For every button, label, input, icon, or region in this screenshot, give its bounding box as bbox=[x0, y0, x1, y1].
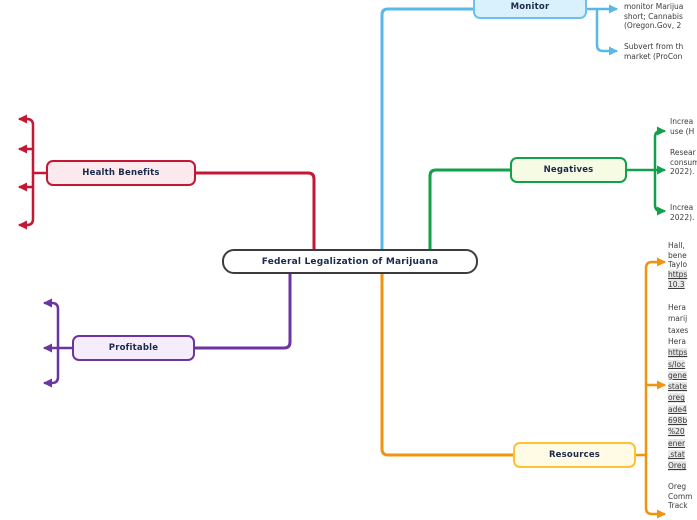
leaf-text-line-negatives-1-0: Resear bbox=[670, 148, 696, 157]
node-resources-label: Resources bbox=[548, 450, 601, 460]
leaf-link-resources-1-9[interactable]: ade4 bbox=[668, 404, 687, 415]
leaf-text-line-resources-2-2: Track bbox=[668, 501, 688, 511]
leaf-link-resources-1-7[interactable]: state bbox=[668, 382, 687, 392]
arrowhead-resources-1 bbox=[657, 380, 666, 390]
arrowhead-profitable-1 bbox=[43, 343, 52, 353]
branch-line-resources bbox=[380, 271, 515, 457]
leaf-link-resources-1-6[interactable]: gene bbox=[668, 370, 687, 381]
node-negatives-label: Negatives bbox=[543, 165, 594, 175]
leaf-text-line-resources-0-2: Taylo bbox=[668, 260, 688, 270]
arrowhead-monitor-0 bbox=[609, 4, 618, 14]
node-central-topic[interactable]: Federal Legalization of Marijuana bbox=[222, 249, 478, 274]
leaf-text-line-negatives-1-2: 2022). bbox=[670, 167, 695, 177]
leaf-text-line-monitor-0-2: (Oregon.Gov, 2 bbox=[624, 21, 682, 31]
leaf-line-monitor-1 bbox=[595, 7, 618, 53]
leaf-text-line-resources-0-0: Hall, bbox=[668, 241, 685, 250]
leaf-text-line-negatives-0-0: Increa bbox=[670, 117, 694, 126]
arrowhead-profitable-2 bbox=[43, 378, 52, 388]
leaf-text-line-resources-1-0: Hera bbox=[668, 303, 686, 312]
arrowhead-profitable-0 bbox=[43, 298, 52, 308]
leaf-text-line-negatives-2-0: Increa bbox=[670, 203, 694, 212]
leaf-text-line-resources-1-1: marij bbox=[668, 314, 688, 324]
arrowhead-resources-0 bbox=[657, 257, 666, 267]
node-negatives[interactable]: Negatives bbox=[510, 157, 627, 183]
arrowhead-health_benefits-1 bbox=[18, 144, 27, 154]
arrowhead-negatives-0 bbox=[657, 126, 666, 136]
node-resources[interactable]: Resources bbox=[513, 442, 636, 468]
leaf-text-line-resources-0-1: bene bbox=[668, 250, 687, 260]
leaf-link-resources-1-13[interactable]: ,stat bbox=[668, 449, 685, 460]
leaf-text-line-resources-1-2: taxes bbox=[668, 325, 689, 335]
leaf-link-resources-1-14[interactable]: Oreg bbox=[668, 461, 687, 471]
node-health-benefits-label: Health Benefits bbox=[82, 168, 160, 178]
leaf-text-line-monitor-1-1: market (ProCon bbox=[624, 51, 683, 61]
leaf-text-line-resources-2-0: Oreg bbox=[668, 482, 687, 491]
leaf-line-resources-1 bbox=[644, 260, 666, 516]
leaf-text-line-negatives-1-1: consum bbox=[670, 157, 697, 167]
leaf-text-line-negatives-0-1: use (H bbox=[670, 126, 695, 136]
leaf-text-line-monitor-0-0: monitor Marijua bbox=[624, 2, 684, 11]
branch-line-health bbox=[194, 171, 316, 252]
arrowhead-monitor-1 bbox=[609, 46, 618, 56]
leaf-text-line-monitor-1-0: Subvert from th bbox=[624, 42, 684, 51]
leaf-link-resources-0-3[interactable]: https bbox=[668, 270, 688, 280]
central-topic-label: Federal Legalization of Marijuana bbox=[261, 256, 439, 267]
leaf-line-health_benefits-1 bbox=[18, 117, 35, 227]
leaf-line-profitable-1 bbox=[43, 301, 60, 385]
leaf-text-line-resources-2-1: Comm bbox=[668, 491, 693, 501]
node-health-benefits[interactable]: Health Benefits bbox=[46, 160, 196, 186]
leaf-link-resources-0-4[interactable]: 10.3 bbox=[668, 279, 685, 290]
leaf-link-resources-1-8[interactable]: oreg bbox=[668, 393, 685, 404]
branch-line-monitor bbox=[380, 7, 475, 252]
arrowhead-negatives-1 bbox=[657, 165, 666, 175]
arrowhead-health_benefits-2 bbox=[18, 182, 27, 192]
leaf-link-resources-1-10[interactable]: 698b bbox=[668, 416, 688, 426]
arrowhead-health_benefits-0 bbox=[18, 114, 27, 124]
leaf-text-line-monitor-0-1: short; Cannabis bbox=[624, 11, 683, 21]
leaf-link-resources-1-12[interactable]: ener bbox=[668, 438, 686, 449]
leaf-link-resources-1-4[interactable]: https bbox=[668, 348, 688, 358]
leaf-text-line-resources-1-3: Hera bbox=[668, 336, 686, 346]
branch-line-negatives bbox=[428, 168, 512, 252]
node-monitor-label: Monitor bbox=[510, 1, 550, 12]
leaf-text-line-negatives-2-1: 2022). bbox=[670, 212, 695, 222]
leaf-link-resources-1-11[interactable]: %20 bbox=[668, 427, 685, 437]
arrowhead-resources-2 bbox=[657, 509, 666, 519]
arrowhead-health_benefits-3 bbox=[18, 220, 27, 230]
leaf-link-resources-1-5[interactable]: s/loc bbox=[668, 359, 686, 370]
arrowhead-negatives-2 bbox=[657, 206, 666, 216]
node-profitable-label: Profitable bbox=[108, 343, 159, 353]
branch-line-profitable bbox=[193, 271, 292, 350]
node-profitable[interactable]: Profitable bbox=[72, 335, 195, 361]
node-monitor[interactable]: Monitor bbox=[473, 0, 587, 19]
